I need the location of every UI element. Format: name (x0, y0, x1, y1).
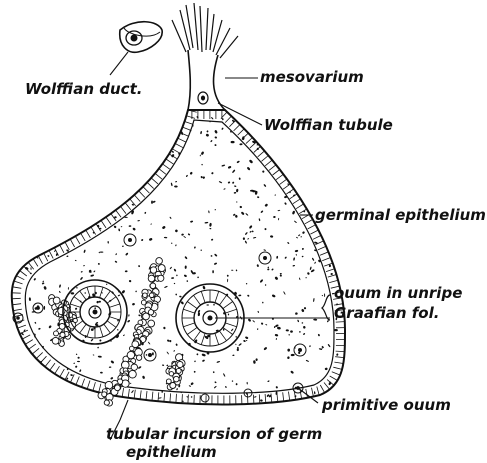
label-wolffian-duct: Wolffian duct. (25, 82, 142, 97)
label-ovum-unripe: ouum in unripe (334, 286, 462, 301)
label-germinal-epithelium: germinal epithelium (315, 208, 486, 223)
wolffian-duct-shape (120, 22, 162, 53)
mesovarium-tuft (172, 3, 238, 58)
label-epithelium: epithelium (126, 445, 217, 460)
label-primitive-ovum: primitive ouum (322, 398, 451, 413)
ovum-label-brace (322, 295, 330, 320)
label-graafian-fol: Graafian fol. (334, 306, 439, 321)
label-mesovarium: mesovarium (260, 70, 364, 85)
label-tubular-incursion: tubular incursion of germ (106, 427, 322, 442)
mesovarium-stalk (188, 50, 225, 110)
label-wolffian-tubule: Wolffian tubule (264, 118, 393, 133)
